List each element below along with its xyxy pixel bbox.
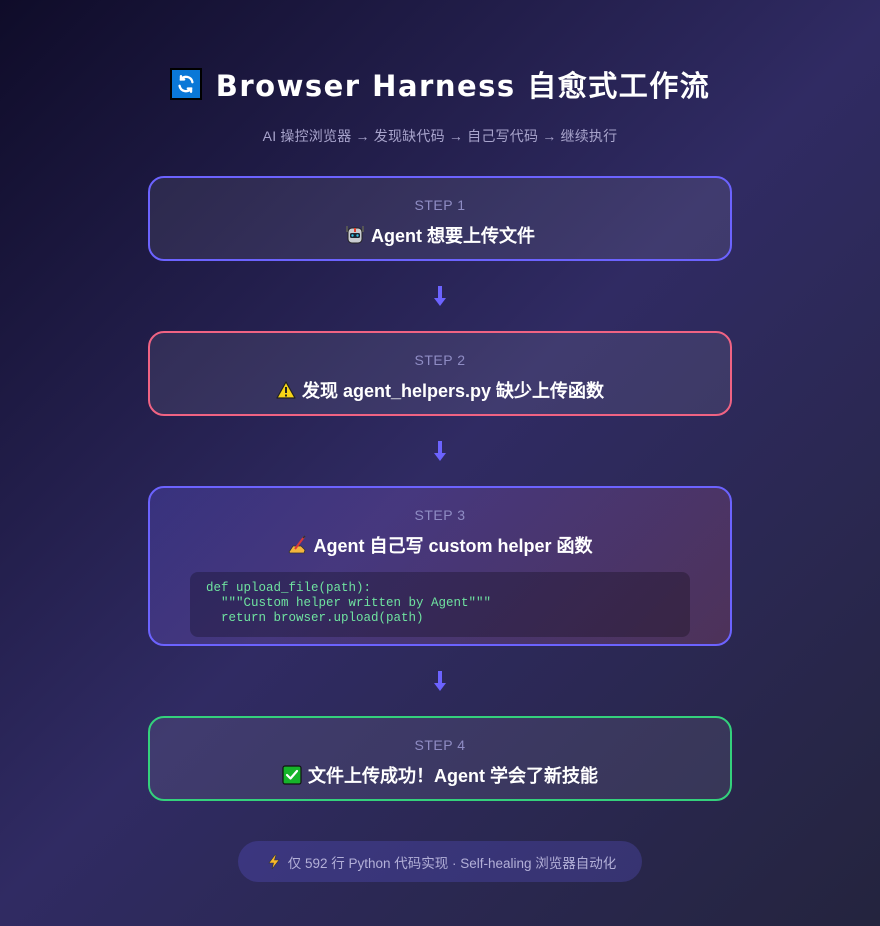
step-label: STEP 3 <box>414 507 466 523</box>
step-title-text: Agent 想要上传文件 <box>371 226 535 246</box>
workflow-steps: STEP 1 Agent 想要上传文件 <box>148 176 732 801</box>
step-title: 文件上传成功！Agent 学会了新技能 <box>282 762 598 788</box>
footer-text: 仅 592 行 Python 代码实现 · Self-healing 浏览器自动… <box>287 855 617 871</box>
page-subtitle: AI 操控浏览器 → 发现缺代码 → 自己写代码 → 继续执行 <box>262 128 618 144</box>
step-title-text: Agent 自己写 custom helper 函数 <box>313 536 593 556</box>
step-label: STEP 4 <box>414 737 466 753</box>
flow-arrow <box>433 646 447 716</box>
step-title: Agent 自己写 custom helper 函数 <box>287 532 593 558</box>
robot-icon <box>345 225 365 245</box>
page-title-text: Browser Harness 自愈式工作流 <box>215 69 711 103</box>
step-card-3: STEP 3 Agent 自己写 custom helper 函数 def up… <box>148 486 732 646</box>
arrow-down-icon <box>434 671 446 691</box>
step-title: Agent 想要上传文件 <box>345 222 535 248</box>
step-label: STEP 1 <box>414 197 466 213</box>
step-card-4: STEP 4 文件上传成功！Agent 学会了新技能 <box>148 716 732 801</box>
step-card-1: STEP 1 Agent 想要上传文件 <box>148 176 732 261</box>
arrow-down-icon <box>434 286 446 306</box>
flow-arrow <box>433 416 447 486</box>
check-mark-icon <box>282 765 302 785</box>
refresh-arrows-icon <box>169 68 202 100</box>
step-label: STEP 2 <box>414 352 466 368</box>
page-title: Browser Harness 自愈式工作流 <box>169 62 711 106</box>
step-title-text: 文件上传成功！Agent 学会了新技能 <box>308 766 598 786</box>
arrow-down-icon <box>434 441 446 461</box>
writing-hand-icon <box>287 535 307 555</box>
flow-arrow <box>433 261 447 331</box>
code-snippet: def upload_file(path): """Custom helper … <box>190 572 690 637</box>
step-card-2: STEP 2 发现 agent_helpers.py 缺少上传函数 <box>148 331 732 416</box>
warning-icon <box>276 380 296 400</box>
step-title: 发现 agent_helpers.py 缺少上传函数 <box>276 377 604 403</box>
footer-badge: 仅 592 行 Python 代码实现 · Self-healing 浏览器自动… <box>237 841 643 882</box>
step-title-text: 发现 agent_helpers.py 缺少上传函数 <box>301 381 605 401</box>
lightning-icon <box>264 852 284 872</box>
